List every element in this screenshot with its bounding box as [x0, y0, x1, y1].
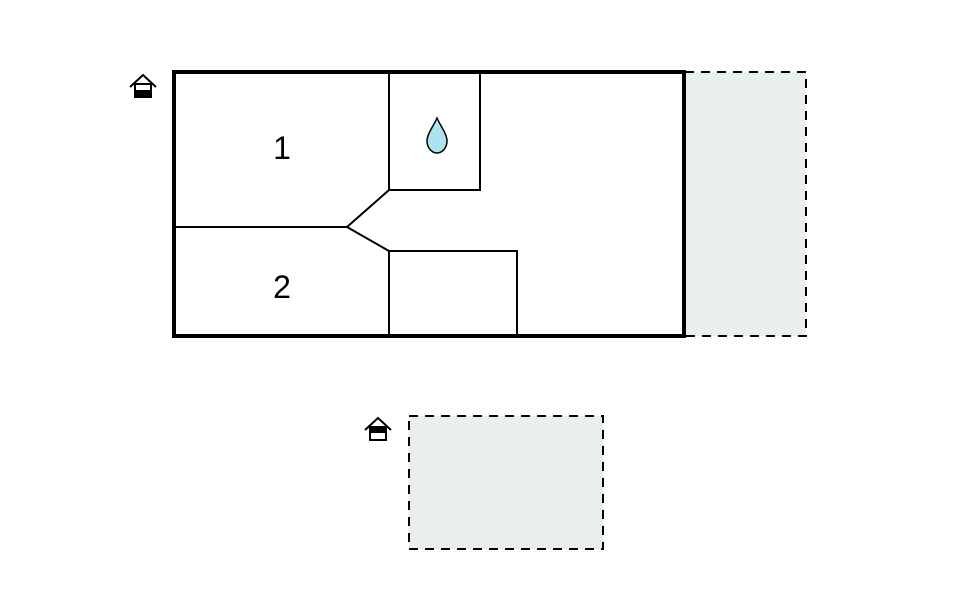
bathroom-wall — [388, 72, 481, 191]
hallway-wall-lower — [346, 226, 390, 252]
house-entrance-icon-secondary — [364, 416, 392, 441]
hallway-wall-upper — [346, 189, 390, 228]
room-2-label: 2 — [273, 269, 291, 305]
outdoor-terrace-right — [684, 71, 807, 337]
water-drop-icon — [426, 116, 448, 154]
interior-walls — [174, 72, 518, 336]
closet-wall — [388, 250, 518, 336]
room-1-label: 1 — [273, 130, 291, 166]
outdoor-patio-bottom — [408, 415, 604, 550]
house-exterior-wall — [172, 70, 686, 338]
house-entrance-icon — [129, 73, 157, 98]
